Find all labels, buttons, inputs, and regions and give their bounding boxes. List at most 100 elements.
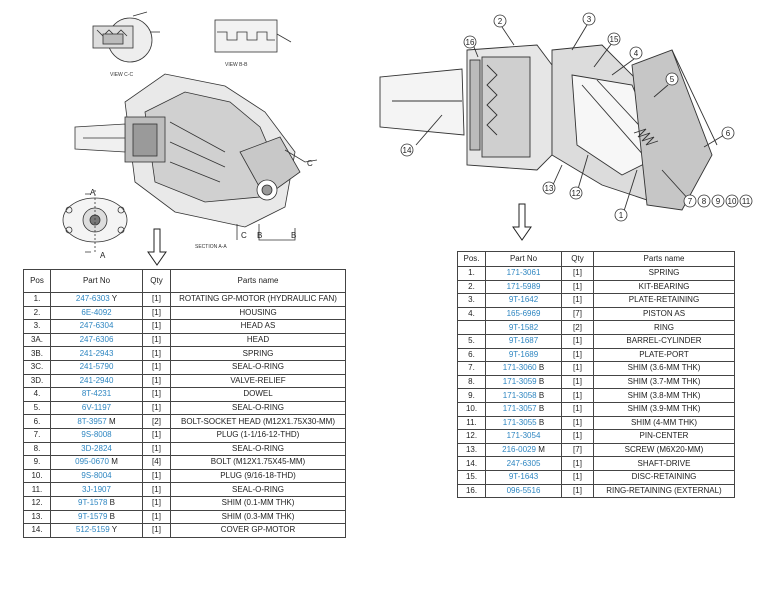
cell-part-no[interactable]: 512-5159 Y: [50, 523, 143, 538]
cell-part-no[interactable]: 8T-4231: [50, 387, 143, 402]
cell-parts-name: SEAL-O-RING: [170, 400, 346, 416]
part-number-link[interactable]: 241-5790: [79, 362, 114, 372]
part-number-link[interactable]: 171-3059: [502, 377, 537, 387]
cell-qty: [1]: [142, 387, 171, 402]
cell-part-no[interactable]: 216-0029 M: [485, 442, 562, 458]
part-number-link[interactable]: 171-3061: [506, 268, 541, 278]
cell-part-no[interactable]: 171-3060 B: [485, 361, 562, 376]
table-row: 2.6E-4092 [1]HOUSING: [23, 305, 346, 321]
cell-part-no[interactable]: 241-5790: [50, 359, 143, 375]
table-row: 9.095-0670 M[4]BOLT (M12X1.75X45-MM): [23, 455, 346, 470]
part-suffix: B: [538, 390, 545, 400]
cell-part-no[interactable]: 247-6305: [485, 456, 562, 471]
cell-pos: 3B.: [23, 346, 51, 361]
cell-qty: [1]: [142, 427, 171, 443]
part-number-link[interactable]: 247-6305: [506, 458, 541, 468]
part-number-link[interactable]: 9S-8008: [81, 430, 112, 440]
table-row: 14.512-5159 Y[1]COVER GP-MOTOR: [23, 523, 346, 538]
callout-15: 15: [610, 35, 619, 44]
part-number-link[interactable]: 171-3054: [506, 431, 541, 441]
part-number-link[interactable]: 171-3057: [502, 404, 537, 414]
cell-part-no[interactable]: 096-5516: [485, 483, 562, 499]
part-number-link[interactable]: 6E-4092: [81, 307, 112, 317]
right-down-arrow-icon: [512, 203, 532, 246]
cell-part-no[interactable]: 9S-8008: [50, 427, 143, 443]
cell-qty: [1]: [142, 373, 171, 389]
cell-part-no[interactable]: 171-3054: [485, 429, 562, 444]
cell-part-no[interactable]: 6V-1197: [50, 400, 143, 416]
part-number-link[interactable]: 095-0670: [75, 457, 109, 467]
part-number-link[interactable]: 171-3055: [502, 417, 537, 427]
part-number-link[interactable]: 8T-4231: [81, 389, 112, 399]
cell-part-no[interactable]: 9T-1578 B: [50, 495, 143, 511]
cell-part-no[interactable]: 171-3059 B: [485, 374, 562, 390]
part-number-link[interactable]: 241-2943: [79, 348, 114, 358]
cell-part-no[interactable]: 8T-3957 M: [50, 414, 143, 429]
cell-parts-name: SHIM (3.9-MM THK): [593, 401, 735, 417]
part-number-link[interactable]: 9T-1578: [78, 498, 108, 508]
part-number-link[interactable]: 9T-1643: [508, 472, 539, 482]
part-number-link[interactable]: 3J-1907: [82, 484, 111, 494]
part-number-link[interactable]: 3D-2824: [81, 443, 112, 453]
cell-part-no[interactable]: 247-6304: [50, 319, 143, 334]
part-number-link[interactable]: 8T-3957: [77, 416, 107, 426]
cell-part-no[interactable]: 241-2940: [50, 373, 143, 389]
callout-8: 8: [702, 197, 707, 206]
part-number-link[interactable]: 171-5989: [506, 281, 541, 291]
cell-parts-name: PISTON AS: [593, 306, 735, 322]
cell-part-no[interactable]: 095-0670 M: [50, 455, 143, 470]
cell-part-no[interactable]: 9T-1643: [485, 469, 562, 485]
part-number-link[interactable]: 171-3060: [502, 363, 537, 373]
part-number-link[interactable]: 9T-1689: [508, 349, 539, 359]
cell-part-no[interactable]: 171-5989: [485, 279, 562, 295]
cell-part-no[interactable]: 6E-4092: [50, 305, 143, 321]
cell-part-no[interactable]: 165-6969: [485, 306, 562, 322]
header-pos: Pos: [23, 269, 51, 293]
section-marker-b-right: B: [291, 231, 296, 240]
section-aa-label: SECTION A-A: [195, 244, 227, 250]
cell-part-no[interactable]: 247-6306: [50, 332, 143, 348]
cell-part-no[interactable]: 3J-1907: [50, 482, 143, 497]
header-qty: Qty: [561, 251, 594, 267]
table-row: 16.096-5516 [1]RING-RETAINING (EXTERNAL): [457, 483, 735, 499]
cell-parts-name: SHIM (3.6-MM THK): [593, 361, 735, 376]
part-number-link[interactable]: 096-5516: [506, 485, 541, 495]
table-row: 12.9T-1578 B[1]SHIM (0.1-MM THK): [23, 495, 346, 511]
cell-part-no[interactable]: 171-3058 B: [485, 388, 562, 403]
part-number-link[interactable]: 9T-1579: [78, 511, 108, 521]
cell-part-no[interactable]: 3D-2824: [50, 441, 143, 457]
part-number-link[interactable]: 9S-8004: [81, 471, 112, 481]
part-number-link[interactable]: 9T-1642: [508, 295, 539, 305]
part-number-link[interactable]: 9T-1687: [508, 336, 539, 346]
part-number-link[interactable]: 241-2940: [79, 375, 114, 385]
part-number-link[interactable]: 6V-1197: [81, 403, 112, 413]
cell-part-no[interactable]: 9T-1582: [485, 320, 562, 335]
part-suffix: B: [538, 404, 545, 414]
cell-qty: [1]: [561, 279, 594, 295]
cell-part-no[interactable]: 9T-1642: [485, 293, 562, 308]
cell-part-no[interactable]: 171-3061: [485, 266, 562, 281]
cell-parts-name: VALVE-RELIEF: [170, 373, 346, 389]
part-number-link[interactable]: 247-6303: [75, 294, 110, 304]
cell-qty: [1]: [561, 415, 594, 431]
cell-part-no[interactable]: 9T-1579 B: [50, 509, 143, 525]
part-number-link[interactable]: 512-5159: [75, 525, 110, 535]
callout-13: 13: [545, 184, 554, 193]
part-number-link[interactable]: 9T-1582: [508, 322, 539, 332]
cell-parts-name: SHIM (3.8-MM THK): [593, 388, 735, 403]
cell-part-no[interactable]: 9S-8004: [50, 468, 143, 484]
cell-part-no[interactable]: 171-3055 B: [485, 415, 562, 431]
table-header-row: Pos Part No Qty Parts name: [23, 269, 346, 293]
table-row: 5.9T-1687 [1]BARREL-CYLINDER: [457, 333, 735, 349]
part-number-link[interactable]: 165-6969: [506, 309, 541, 319]
part-number-link[interactable]: 247-6306: [79, 335, 114, 345]
cell-part-no[interactable]: 171-3057 B: [485, 401, 562, 417]
cell-part-no[interactable]: 247-6303 Y: [50, 292, 143, 307]
part-number-link[interactable]: 216-0029: [502, 445, 536, 455]
part-number-link[interactable]: 171-3058: [502, 390, 537, 400]
cell-parts-name: PLUG (1-1/16-12-THD): [170, 427, 346, 443]
cell-part-no[interactable]: 9T-1689: [485, 347, 562, 363]
cell-part-no[interactable]: 9T-1687: [485, 333, 562, 349]
part-number-link[interactable]: 247-6304: [79, 321, 114, 331]
cell-part-no[interactable]: 241-2943: [50, 346, 143, 361]
